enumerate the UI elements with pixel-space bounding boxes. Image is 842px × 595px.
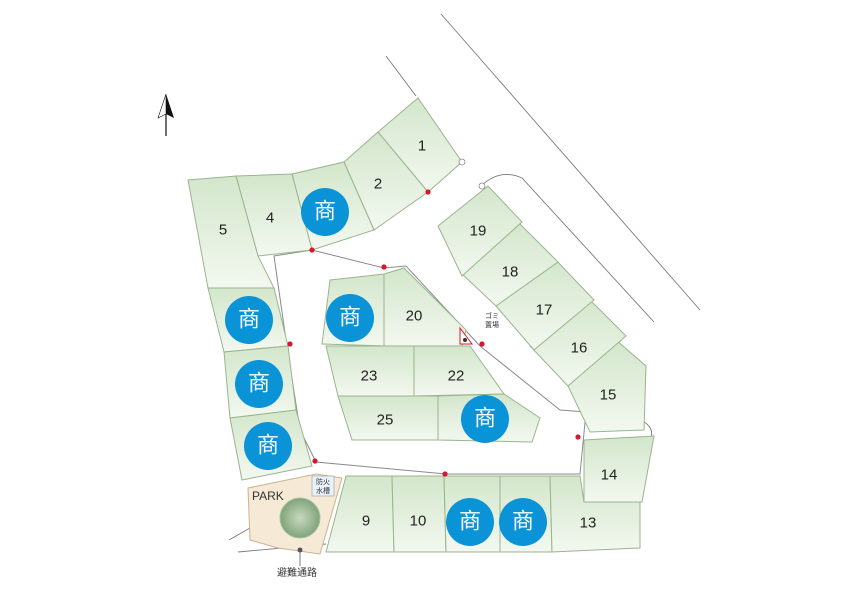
boundary-marker xyxy=(287,341,293,347)
evacuation-route-pin xyxy=(297,547,303,553)
boundary-marker xyxy=(309,247,315,253)
fire-cistern-box xyxy=(311,475,335,497)
commercial-badge-label: 商 xyxy=(314,200,336,225)
lot-20[interactable] xyxy=(383,267,467,347)
commercial-badge-label: 商 xyxy=(257,434,279,459)
lot-19[interactable] xyxy=(437,185,523,277)
garbage-label-line2: 置場 xyxy=(485,320,499,329)
garbage-label-line1: ゴミ xyxy=(485,311,499,320)
boundary-markers xyxy=(287,189,581,477)
lot-5[interactable] xyxy=(187,175,275,289)
commercial-badge-label: 商 xyxy=(339,306,361,331)
lot-14[interactable] xyxy=(583,435,655,503)
boundary-marker xyxy=(479,341,485,347)
lot-number-23: 23 xyxy=(361,368,378,385)
lot-25[interactable] xyxy=(337,395,439,441)
commercial-badges: 商 商 商 商 商 商 商 商 xyxy=(225,188,547,546)
lot-number-13: 13 xyxy=(580,515,597,532)
commercial-badge[interactable] xyxy=(499,498,547,546)
end-pin xyxy=(458,158,466,166)
lot-number-2: 2 xyxy=(374,176,382,193)
boundary-marker xyxy=(312,458,318,464)
boundary-marker xyxy=(575,434,581,440)
park-label: PARK xyxy=(252,489,284,503)
commercial-badge[interactable] xyxy=(244,422,292,470)
commercial-badge[interactable] xyxy=(225,296,273,344)
commercial-badge[interactable] xyxy=(446,498,494,546)
commercial-badge-label: 商 xyxy=(238,308,260,333)
park-tree-icon xyxy=(279,497,321,539)
end-pin xyxy=(478,182,486,190)
boundary-marker xyxy=(425,189,431,195)
fire-cistern-label-line1: 防火 xyxy=(316,477,330,486)
commercial-badge[interactable] xyxy=(301,188,349,236)
fire-cistern-label-line2: 水槽 xyxy=(316,486,330,495)
evacuation-route-label: 避難通路 xyxy=(277,566,317,579)
lot-number-19: 19 xyxy=(470,223,487,240)
garbage-point-dot xyxy=(463,338,467,342)
lot-number-5: 5 xyxy=(219,222,227,239)
commercial-badge[interactable] xyxy=(461,395,509,443)
north-arrow-icon xyxy=(157,93,174,136)
lot-number-1: 1 xyxy=(418,138,426,155)
boundary-marker xyxy=(381,264,387,270)
lot-number-25: 25 xyxy=(377,412,394,429)
commercial-badge[interactable] xyxy=(235,360,283,408)
lot-number-9: 9 xyxy=(362,513,370,530)
commercial-badge-label: 商 xyxy=(474,407,496,432)
lot-number-22: 22 xyxy=(448,368,465,385)
lot-number-20: 20 xyxy=(406,308,423,325)
lot-number-18: 18 xyxy=(502,264,519,281)
boundary-marker xyxy=(442,471,448,477)
lot-number-4: 4 xyxy=(266,210,274,227)
commercial-badge-label: 商 xyxy=(512,510,534,535)
lot-number-14: 14 xyxy=(601,467,618,484)
lot-number-16: 16 xyxy=(571,340,588,357)
lot-number-10: 10 xyxy=(410,513,427,530)
commercial-badge-label: 商 xyxy=(459,510,481,535)
commercial-badge[interactable] xyxy=(326,294,374,342)
commercial-badge-label: 商 xyxy=(248,372,270,397)
lot-number-15: 15 xyxy=(600,387,617,404)
lot-number-17: 17 xyxy=(536,302,553,319)
